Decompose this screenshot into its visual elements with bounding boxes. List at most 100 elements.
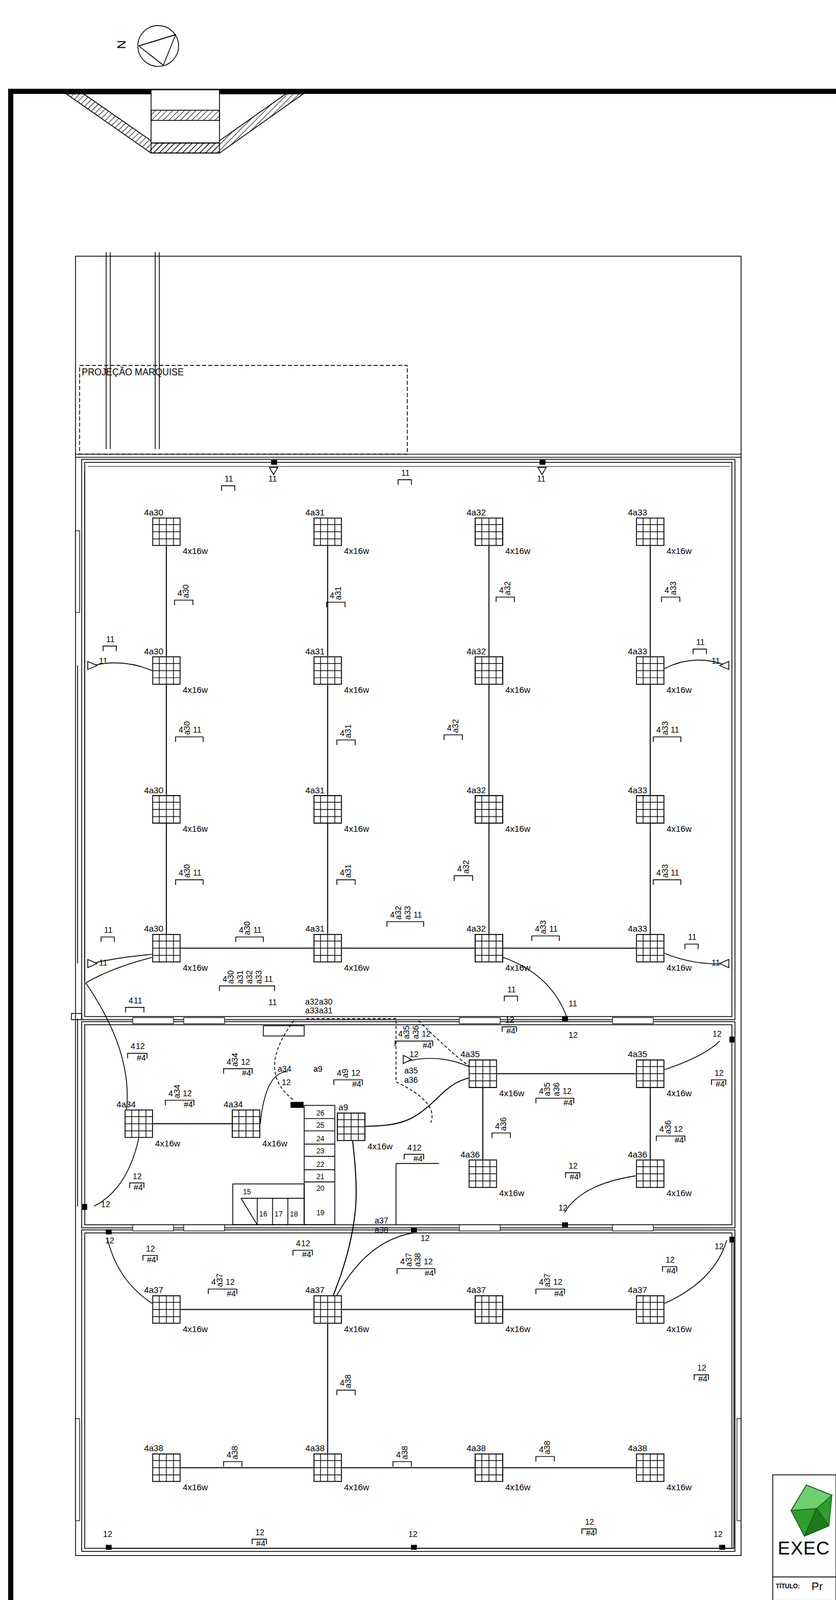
lamp-divider [475, 1474, 503, 1476]
lamp-divider [314, 670, 342, 671]
plan-annotation: a38 [345, 1374, 354, 1389]
luminaire: 4a344x16w [124, 1109, 153, 1139]
lamp-divider [468, 1180, 497, 1182]
plan-annotation: a32 [462, 859, 471, 874]
plan-annotation: #4 [674, 1137, 685, 1146]
luminaire: 4a304x16w [152, 656, 181, 685]
plan-annotation: a32 [452, 719, 461, 733]
plan-annotation: 4 [226, 1451, 232, 1460]
luminaire-symbol [313, 517, 343, 546]
luminaire: 4a314x16w [313, 517, 343, 546]
plan-annotation: 4 [339, 729, 345, 738]
switch-symbol [223, 1461, 242, 1468]
plan-line [612, 1017, 654, 1024]
lamp-divider [656, 517, 658, 546]
plan-line [75, 530, 741, 1521]
plan-annotation: a33 [661, 864, 670, 878]
luminaire: 4a354x16w [635, 1059, 665, 1089]
plan-line [304, 1155, 335, 1157]
plan-line [290, 1102, 303, 1108]
plan-line [411, 1545, 417, 1550]
plan-line [84, 1024, 733, 1225]
luminaire-outline [636, 1060, 664, 1088]
plan-annotation: #4 [422, 1042, 433, 1051]
lamp-rating: 4x16w [505, 685, 531, 695]
luminaire: 4a344x16w [231, 1109, 261, 1139]
lamp-divider [656, 656, 658, 685]
plan-annotation: 12 [103, 1531, 113, 1540]
lamp-rating: 4x16w [499, 1089, 525, 1099]
luminaire-symbol [474, 1453, 504, 1483]
plan-annotation: 11 [568, 1000, 578, 1009]
lamp-divider [334, 934, 336, 963]
plan-annotation: 4 [339, 1380, 345, 1389]
wire-run [180, 1308, 313, 1311]
luminaire-symbol [635, 517, 665, 546]
wire-run [488, 545, 490, 657]
wire-run [503, 1467, 636, 1469]
luminaire: 4a314x16w [313, 795, 343, 824]
luminaire-outline [475, 795, 503, 824]
plan-annotation: 11 [264, 976, 274, 985]
switch-symbol [492, 1133, 511, 1139]
plan-line [272, 1198, 273, 1225]
plan-line [395, 1163, 439, 1225]
plan-line [736, 1418, 741, 1521]
plan-line [82, 1204, 87, 1210]
lamp-rating: 4x16w [666, 824, 692, 834]
plan-annotation: a30 [183, 864, 193, 878]
luminaire-outline [468, 1160, 497, 1188]
plan-annotation: a31 [237, 970, 246, 984]
plan-annotation: 11 [537, 475, 546, 484]
plan-line [75, 453, 741, 455]
lamp-divider [314, 1467, 342, 1469]
plan-annotation: #4 [241, 1069, 252, 1078]
lamp-divider [475, 677, 503, 678]
switch-symbol [221, 485, 235, 491]
circuit-tag: 4a38 [627, 1443, 647, 1453]
circuit-tag: 4a37 [144, 1285, 164, 1295]
lamp-rating: 4x16w [505, 1325, 531, 1334]
lamp-rating: 4x16w [666, 1325, 692, 1334]
plan-line [106, 1545, 112, 1550]
circuit-tag: 4a30 [144, 646, 164, 656]
circuit-tag: 4a32 [466, 785, 486, 794]
switch-symbol [684, 944, 699, 950]
circuit-tag: 4a32 [466, 646, 486, 656]
lamp-rating: 4x16w [505, 547, 531, 556]
lamp-divider [314, 1316, 342, 1318]
plan-line [79, 365, 407, 455]
plan-annotation: a33 [669, 581, 678, 595]
luminaire: 4a374x16w [635, 1295, 665, 1325]
luminaire: 4a364x16w [635, 1159, 665, 1189]
switch-symbol [504, 996, 518, 1002]
plan-annotation: 12 [182, 1089, 193, 1099]
plan-annotation: a33 [661, 721, 670, 736]
lamp-divider [636, 1309, 664, 1311]
plan-annotation: 11 [670, 869, 680, 879]
plan-annotation: a36 [412, 1025, 421, 1040]
lamp-rating: 4x16w [499, 1189, 525, 1198]
plan-line [183, 1017, 225, 1024]
plan-line [411, 1227, 417, 1232]
plan-annotation: 21 [316, 1172, 325, 1180]
circuit-tag: 4a30 [144, 785, 164, 794]
luminaire-outline [636, 1454, 664, 1482]
plan-annotation: 11 [133, 997, 143, 1006]
lamp-divider [314, 809, 342, 810]
plan-annotation: 4 [395, 1451, 401, 1460]
plan-line [105, 252, 107, 449]
luminaire: a94x16w [336, 1112, 366, 1142]
luminaire-symbol [474, 656, 504, 685]
plan-annotation: 4 [178, 869, 184, 879]
plan-annotation: #4 [424, 1269, 434, 1278]
circuit-tag: 4a32 [466, 507, 486, 517]
luminaire-symbol [635, 1453, 665, 1483]
plan-line [77, 665, 78, 1207]
lamp-divider [636, 1316, 664, 1318]
lamp-rating: 4x16w [182, 685, 208, 695]
plan-annotation: #4 [715, 1081, 726, 1090]
wire-run [333, 1141, 357, 1296]
lamp-divider [357, 1113, 359, 1141]
plan-annotation: a32 [245, 970, 254, 984]
